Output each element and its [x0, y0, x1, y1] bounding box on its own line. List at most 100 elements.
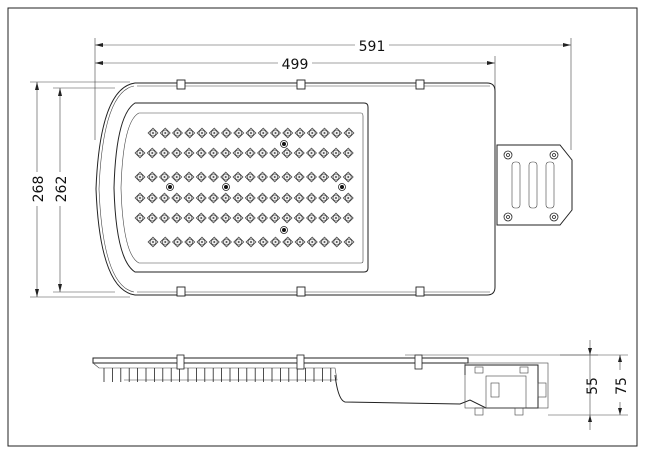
led [183, 192, 195, 204]
led [195, 192, 207, 204]
led [244, 171, 256, 183]
led [281, 212, 293, 224]
led [293, 171, 305, 183]
side-view [92, 354, 549, 416]
led [306, 127, 318, 139]
led [270, 236, 281, 248]
led [208, 147, 219, 159]
led [318, 171, 330, 183]
led [208, 212, 219, 224]
led [294, 236, 306, 248]
dimension-591: 591 [94, 37, 572, 150]
led [342, 171, 354, 183]
led [330, 192, 342, 204]
led [269, 212, 281, 224]
led [342, 147, 354, 159]
led [220, 192, 232, 204]
led [257, 171, 268, 183]
led [183, 212, 195, 224]
led [220, 147, 232, 159]
led [159, 212, 170, 224]
dimension-499: 499 [95, 55, 496, 90]
dimension-label-262: 262 [54, 176, 70, 203]
led [257, 212, 268, 224]
led [184, 236, 196, 248]
mounting-clip [296, 79, 306, 90]
screw [166, 183, 174, 191]
led [281, 171, 293, 183]
led [220, 212, 232, 224]
led [171, 147, 183, 159]
led [343, 236, 355, 248]
led [171, 171, 183, 183]
drawing-frame [7, 7, 638, 447]
led [318, 192, 330, 204]
led [195, 171, 207, 183]
dimension-268: 268 [29, 81, 130, 298]
led-panel [113, 102, 369, 273]
led [208, 192, 219, 204]
led [196, 127, 208, 139]
led [269, 171, 281, 183]
led [171, 212, 183, 224]
led [282, 127, 294, 139]
led [293, 212, 305, 224]
led [342, 192, 354, 204]
led [232, 212, 244, 224]
led [172, 127, 183, 139]
led [232, 147, 244, 159]
led [183, 147, 195, 159]
led [306, 192, 317, 204]
led [147, 127, 159, 139]
led [134, 192, 146, 204]
dimension-label-499: 499 [282, 57, 309, 73]
led [195, 147, 207, 159]
led [330, 212, 342, 224]
led [244, 212, 256, 224]
led [159, 192, 170, 204]
led [244, 192, 256, 204]
led-array [134, 127, 355, 248]
led [318, 147, 330, 159]
led [147, 236, 159, 248]
led [331, 127, 343, 139]
led [281, 147, 293, 159]
led [134, 147, 146, 159]
led [232, 171, 244, 183]
led [257, 192, 268, 204]
led [196, 236, 208, 248]
led [221, 236, 232, 248]
led [330, 147, 342, 159]
led [257, 127, 269, 139]
led [318, 212, 330, 224]
led [244, 147, 256, 159]
dimension-55: 55 [405, 340, 628, 430]
led [233, 236, 245, 248]
led [269, 192, 281, 204]
screw [280, 226, 288, 234]
led [159, 236, 171, 248]
led [306, 236, 318, 248]
led [195, 212, 207, 224]
led [146, 171, 158, 183]
led [331, 236, 343, 248]
led [171, 192, 183, 204]
dimension-75: 75 [560, 354, 630, 415]
led [159, 127, 171, 139]
led [183, 171, 195, 183]
led [134, 212, 146, 224]
led [159, 171, 170, 183]
led [208, 171, 219, 183]
led [294, 127, 306, 139]
led [330, 171, 342, 183]
led [319, 236, 330, 248]
led [281, 192, 293, 204]
mounting-clip [296, 286, 306, 297]
led [146, 192, 158, 204]
mounting-clip [415, 286, 425, 297]
led [343, 127, 355, 139]
led [269, 147, 281, 159]
led [172, 236, 183, 248]
led [257, 236, 269, 248]
